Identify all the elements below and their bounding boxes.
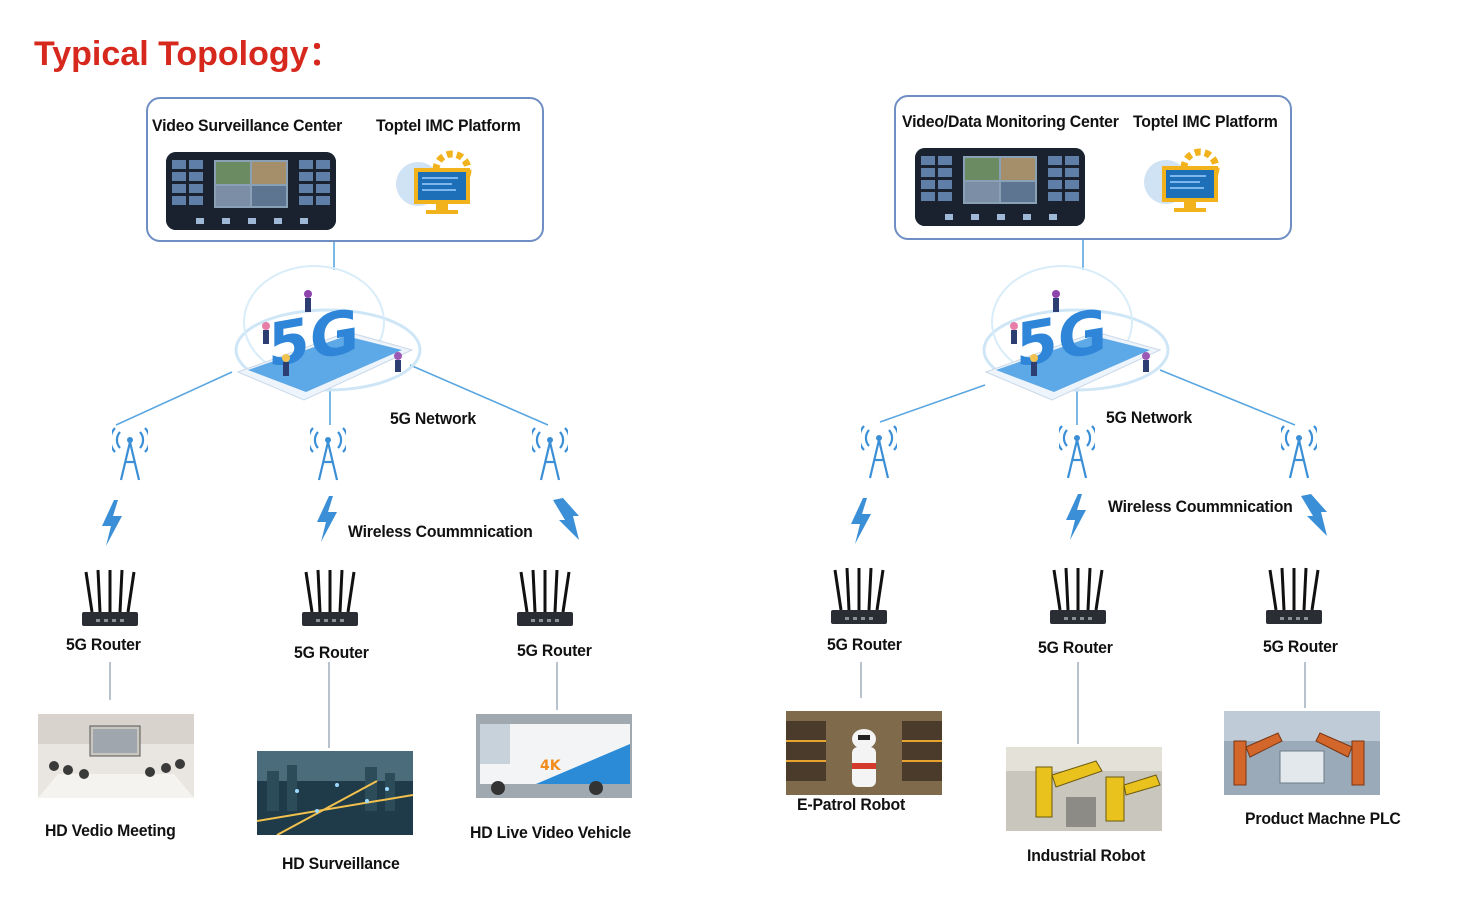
- endpoint-label: Product Machne PLC: [1245, 809, 1401, 828]
- wireless-label: Wireless Coummnication: [348, 522, 533, 541]
- 5g-network-icon: 5G: [976, 262, 1176, 412]
- router-label: 5G Router: [517, 641, 592, 660]
- video-wall-image: [166, 152, 336, 230]
- lightning-icon: [1301, 494, 1329, 538]
- center-label-right: Toptel IMC Platform: [376, 116, 521, 135]
- lightning-icon: [1064, 494, 1088, 540]
- router-icon: [829, 566, 889, 628]
- plc-machine-photo: [1224, 711, 1380, 795]
- router-icon: [1048, 566, 1108, 628]
- router-icon: [300, 568, 360, 630]
- antenna-tower-icon: [532, 426, 568, 482]
- network-label: 5G Network: [390, 409, 477, 428]
- endpoint-label: E-Patrol Robot: [797, 795, 906, 814]
- antenna-tower-icon: [1281, 424, 1317, 480]
- antenna-tower-icon: [1059, 424, 1095, 480]
- router-label: 5G Router: [1263, 637, 1338, 656]
- imc-platform-icon: [392, 148, 492, 220]
- antenna-tower-icon: [112, 426, 148, 482]
- endpoint-label: HD Surveillance: [282, 854, 400, 873]
- router-icon: [515, 568, 575, 630]
- patrol-robot-photo: [786, 711, 942, 795]
- lightning-icon: [849, 498, 873, 544]
- lightning-icon: [100, 500, 124, 546]
- router-icon: [80, 568, 140, 630]
- endpoint-label: HD Vedio Meeting: [45, 821, 176, 840]
- lightning-icon: [315, 496, 339, 542]
- network-label: 5G Network: [1106, 408, 1193, 427]
- city-surveillance-photo: [257, 751, 413, 835]
- center-label-right: Toptel IMC Platform: [1133, 112, 1278, 131]
- meeting-room-photo: [38, 714, 194, 798]
- antenna-tower-icon: [861, 424, 897, 480]
- router-label: 5G Router: [1038, 638, 1113, 657]
- 5g-network-icon: 5G: [228, 262, 428, 412]
- video-wall-image: [915, 148, 1085, 226]
- industrial-robot-photo: [1006, 747, 1162, 831]
- antenna-tower-icon: [310, 426, 346, 482]
- imc-platform-icon: [1140, 146, 1240, 218]
- endpoint-label: Industrial Robot: [1027, 846, 1146, 865]
- router-label: 5G Router: [66, 635, 141, 654]
- live-video-vehicle-photo: 4K: [476, 714, 632, 798]
- router-label: 5G Router: [827, 635, 902, 654]
- wireless-label: Wireless Coummnication: [1108, 497, 1293, 516]
- endpoint-label: HD Live Video Vehicle: [470, 823, 632, 842]
- lightning-icon: [553, 498, 581, 542]
- page-title: Typical Topology：: [34, 35, 343, 73]
- router-icon: [1264, 566, 1324, 628]
- router-label: 5G Router: [294, 643, 369, 662]
- center-label-left: Video/Data Monitoring Center: [902, 112, 1119, 131]
- svg-text:4K: 4K: [540, 758, 562, 774]
- center-label-left: Video Surveillance Center: [152, 116, 343, 135]
